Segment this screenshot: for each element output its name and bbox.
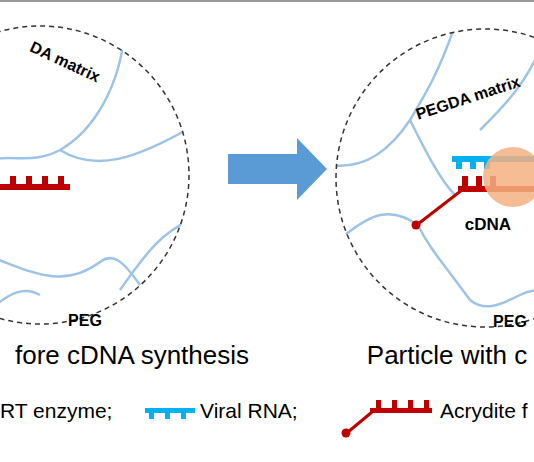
node-label: PEGDA matrix bbox=[414, 73, 523, 123]
node-label: cDNA bbox=[465, 216, 511, 235]
primer-base bbox=[26, 176, 32, 185]
primer-linker bbox=[348, 412, 372, 432]
rna-base bbox=[456, 161, 462, 169]
node-label: fore cDNA synthesis bbox=[15, 341, 249, 370]
polymer-strand bbox=[0, 30, 125, 162]
polymer-strand bbox=[410, 120, 455, 195]
node-label: PEG bbox=[493, 313, 527, 331]
polymer-strand bbox=[330, 25, 455, 166]
polymer-strand bbox=[120, 218, 195, 290]
legend-label: Acrydite f bbox=[440, 399, 528, 422]
primer-base bbox=[424, 400, 429, 409]
primer-base bbox=[10, 176, 16, 185]
polymer-strand bbox=[470, 290, 534, 307]
legend-primer-icon bbox=[342, 400, 433, 438]
polymer-strand bbox=[345, 214, 470, 300]
rt-enzyme bbox=[483, 147, 534, 207]
polymer-network bbox=[330, 25, 534, 330]
primer-base bbox=[42, 176, 48, 185]
rna-base bbox=[181, 412, 186, 419]
legend-label: RT enzyme; bbox=[0, 399, 112, 422]
polymer-strand bbox=[380, 300, 440, 330]
primer-base bbox=[376, 400, 381, 409]
particle-circle: DA matrixPEGfore cDNA synthesis bbox=[0, 25, 190, 325]
process-arrow bbox=[228, 154, 297, 184]
rna-base bbox=[165, 412, 170, 419]
polymer-network bbox=[0, 30, 195, 310]
polymer-strand bbox=[60, 125, 195, 161]
particle-boundary bbox=[336, 29, 534, 327]
primer-base bbox=[408, 400, 413, 409]
polymer-strand bbox=[0, 291, 40, 310]
primer-base bbox=[392, 400, 397, 409]
legend-label: Viral RNA; bbox=[200, 399, 298, 422]
legend-rna-icon bbox=[145, 408, 195, 419]
primer-base bbox=[462, 176, 468, 187]
primer-base bbox=[476, 176, 482, 187]
polymer-strand bbox=[0, 255, 140, 285]
acrydite-primer bbox=[0, 176, 70, 190]
node-label: Particle with c bbox=[367, 341, 527, 370]
acrydite-anchor bbox=[412, 221, 421, 230]
particle-outline bbox=[335, 28, 534, 328]
node-label: DA matrix bbox=[27, 38, 102, 86]
primer-base bbox=[58, 176, 64, 185]
particle-circle: PEGDA matrixcDNAPEGParticle with c bbox=[335, 28, 534, 328]
acrydite-anchor bbox=[342, 429, 351, 438]
frame-line bbox=[0, 0, 534, 2]
rna-base bbox=[149, 412, 154, 419]
rna-base bbox=[470, 161, 476, 169]
primer-linker bbox=[418, 190, 462, 224]
particle-boundary bbox=[0, 26, 189, 324]
node-label: PEG bbox=[68, 312, 102, 330]
